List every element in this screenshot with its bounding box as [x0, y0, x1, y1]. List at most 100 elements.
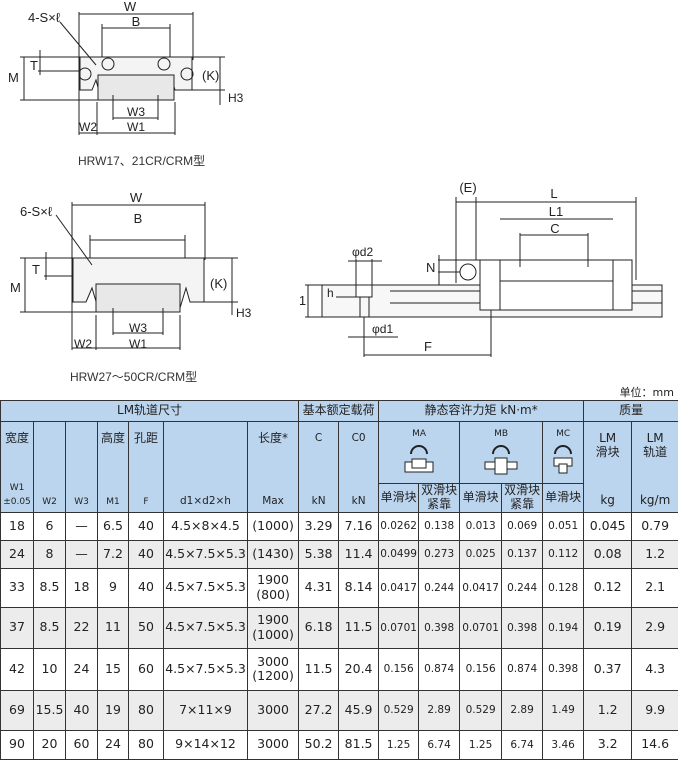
caption-hrw27-50: HRW27～50CR/CRM型 [70, 370, 198, 384]
table-cell: 60 [65, 729, 98, 760]
table-cell: 8.5 [33, 567, 66, 608]
label-t: T [32, 262, 40, 277]
table-cell: 40 [65, 689, 98, 731]
table-cell: 18 [65, 567, 98, 608]
mc-moment-icon [553, 444, 573, 473]
table-cell: 0.025 [459, 539, 503, 569]
table-cell: 0.156 [378, 647, 420, 691]
mb-moment-icon [484, 444, 518, 474]
table-cell: 0.244 [501, 567, 544, 608]
table-cell: 0.19 [583, 606, 633, 649]
table-cell: 4.5×7.5×5.3 [163, 539, 248, 569]
table-cell: 60 [128, 647, 164, 691]
table-cell: 0.128 [542, 567, 585, 608]
table-cell: 5.38 [298, 539, 340, 569]
table-cell: 3.46 [542, 729, 585, 760]
label-b: B [132, 14, 141, 29]
label-w3: W3 [127, 105, 145, 119]
table-cell: 0.0417 [459, 567, 503, 608]
table-cell: 37 [0, 606, 34, 649]
label-h3: H3 [228, 91, 244, 105]
table-cell: 27.2 [298, 689, 340, 731]
sub-mb-single: 单滑块 [459, 483, 503, 513]
table-cell: 4.5×7.5×5.3 [163, 567, 248, 608]
diagram-hrw17-21-cross-section: W B 4-S×ℓ T M (K) H3 W3 W2 W1 [8, 0, 244, 135]
sub-ma-double: 双滑块紧靠 [418, 483, 461, 513]
table-cell: (1430) [246, 539, 300, 569]
table-cell: 3000 (1200) [246, 647, 300, 691]
col-ma: MA [378, 421, 461, 484]
col-mc: MC [542, 421, 585, 484]
table-cell: 3.2 [583, 729, 633, 760]
label-b: B [134, 211, 143, 226]
label-w: W [130, 190, 143, 205]
table-cell: 81.5 [338, 729, 380, 760]
table-cell: 0.138 [418, 511, 461, 541]
table-cell: 0.529 [459, 689, 503, 731]
label-k: (K) [210, 276, 227, 291]
table-cell: 11.4 [338, 539, 380, 569]
table-cell: 0.0262 [378, 511, 420, 541]
table-cell: 18 [0, 511, 34, 541]
table-cell: 50.2 [298, 729, 340, 760]
label-m1: M1 [300, 293, 306, 308]
table-cell: 0.137 [501, 539, 544, 569]
table-cell: 40 [128, 539, 164, 569]
table-cell: 4.5×8×4.5 [163, 511, 248, 541]
table-cell: 1.25 [378, 729, 420, 760]
table-cell: 33 [0, 567, 34, 608]
table-cell: 8.5 [33, 606, 66, 649]
table-cell: 9.9 [631, 689, 678, 731]
table-cell: (1000) [246, 511, 300, 541]
label-l1: L1 [549, 204, 563, 219]
group-static-moment: 静态容许力矩 kN·m* [378, 400, 585, 422]
ma-moment-icon [404, 444, 434, 472]
group-basic-load-rating: 基本额定载荷 [298, 400, 380, 422]
label-w: W [124, 0, 137, 14]
table-cell: 0.013 [459, 511, 503, 541]
table-cell: 8.14 [338, 567, 380, 608]
label-screw: 4-S×ℓ [28, 10, 61, 25]
label-n: N [426, 260, 435, 275]
table-cell: 2.89 [501, 689, 544, 731]
unit-label: 单位：mm [619, 386, 674, 399]
label-c: C [550, 221, 559, 236]
table-cell: 6.74 [418, 729, 461, 760]
table-cell: 0.08 [583, 539, 633, 569]
table-cell: 19 [97, 689, 129, 731]
table-cell: 14.6 [631, 729, 678, 760]
col-w2: W2 [33, 421, 66, 513]
table-cell: 3000 [246, 729, 300, 760]
table-cell: — [65, 539, 98, 569]
table-cell: 6 [33, 511, 66, 541]
table-cell: 10 [33, 647, 66, 691]
table-cell: 45.9 [338, 689, 380, 731]
table-cell: 0.12 [583, 567, 633, 608]
table-cell: 0.244 [418, 567, 461, 608]
label-h: h [327, 286, 334, 300]
caption-hrw17-21: HRW17、21CR/CRM型 [78, 154, 206, 168]
table-cell: 0.194 [542, 606, 585, 649]
sub-ma-single: 单滑块 [378, 483, 420, 513]
table-cell: 2.89 [418, 689, 461, 731]
table-cell: 50 [128, 606, 164, 649]
table-cell: 42 [0, 647, 34, 691]
table-cell: 0.874 [501, 647, 544, 691]
table-cell: 9 [97, 567, 129, 608]
label-w1: W1 [127, 120, 145, 134]
table-cell: 1.25 [459, 729, 503, 760]
diagram-hrw27-50-cross-section: W B 6-S×ℓ T M (K) H3 W3 W2 W1 [10, 190, 252, 351]
label-d1: φd1 [372, 322, 393, 336]
label-l: L [550, 186, 557, 201]
col-length: 长度*Max [246, 421, 300, 513]
table-cell: 1.2 [583, 689, 633, 731]
label-m: M [8, 70, 19, 85]
table-cell: 15.5 [33, 689, 66, 731]
